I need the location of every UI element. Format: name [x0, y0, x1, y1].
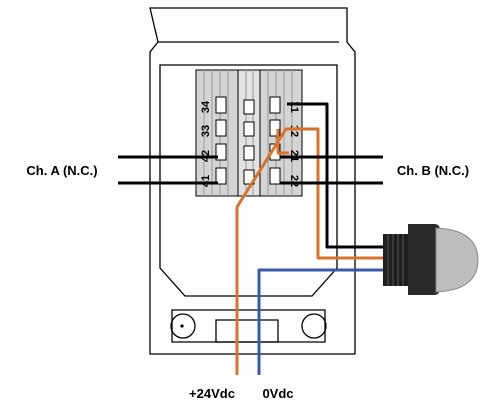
terminal-label-34: 34 [200, 100, 212, 113]
wire-blue-to-connector [257, 268, 384, 375]
wire-black-to-connector [287, 102, 384, 249]
connector-thread [383, 234, 408, 286]
center-mark [180, 324, 184, 328]
terminal-label-41: 41 [200, 175, 212, 187]
connector-body [408, 224, 440, 295]
wire-orange-return [276, 129, 289, 155]
terminal-screws [215, 96, 281, 185]
terminal-label-22: 22 [288, 175, 300, 187]
housing-outer-outline [149, 7, 356, 355]
terminal-block-right [259, 69, 303, 197]
terminal-label-33: 33 [200, 125, 212, 137]
m12-connector [383, 224, 479, 295]
connector-dome [435, 227, 479, 293]
wire-zero-supply [257, 268, 384, 375]
label-channel-a: Ch. A (N.C.) [26, 163, 97, 178]
label-supply-positive: +24Vdc [189, 386, 235, 401]
mounting-hole-left [170, 313, 196, 339]
wire-positive-supply [235, 127, 384, 375]
cable-entry-slot [215, 319, 279, 343]
label-supply-zero: 0Vdc [262, 386, 293, 401]
switch-housing [149, 7, 356, 355]
connector-thread-lines [387, 234, 404, 286]
mounting-hole-right [301, 313, 327, 339]
terminal-label-12: 12 [288, 125, 300, 137]
housing-inner-outline [159, 64, 338, 297]
wire-channel-lines [118, 102, 384, 249]
wire-orange-to-terminal-12 [235, 127, 384, 375]
label-channel-b: Ch. B (N.C.) [397, 163, 469, 178]
terminal-labels-left: 34 33 42 41 [200, 100, 212, 187]
terminal-label-11: 11 [288, 101, 300, 113]
terminal-block [195, 69, 303, 197]
